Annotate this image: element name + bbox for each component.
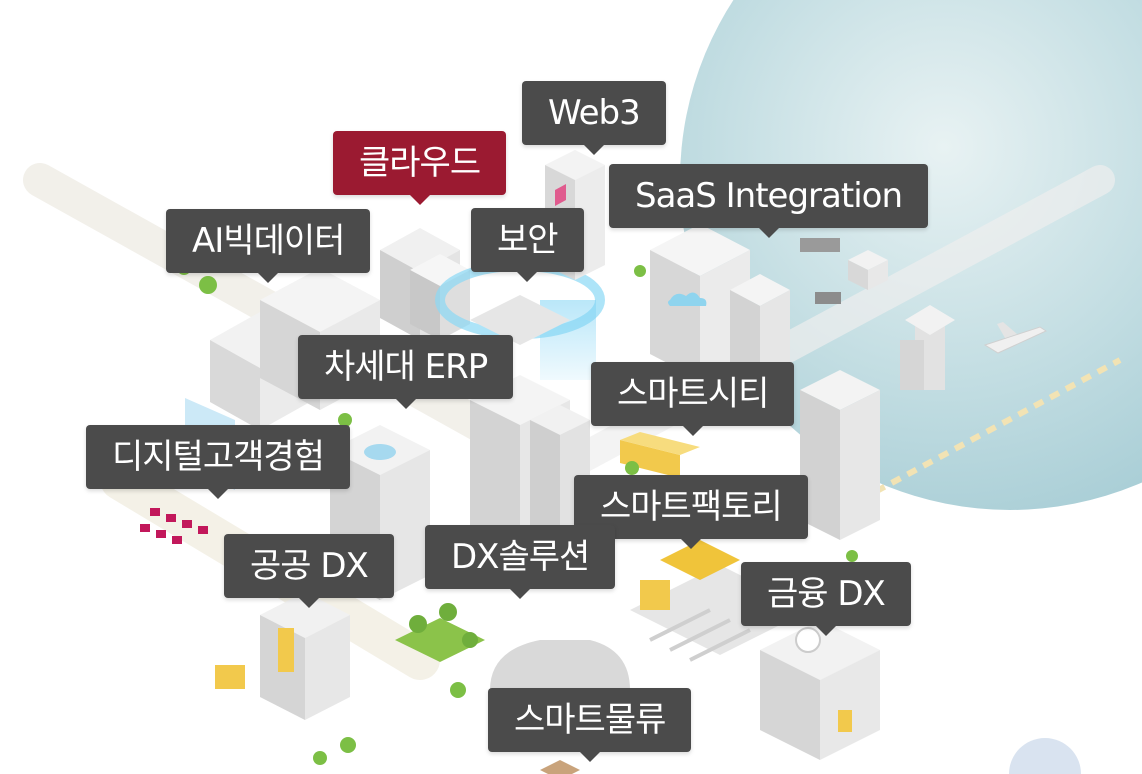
tag-web3[interactable]: Web3 bbox=[522, 81, 666, 155]
tag-digital-cx[interactable]: 디지털고객경험 bbox=[86, 425, 350, 499]
tag-ai-bigdata[interactable]: AI빅데이터 bbox=[166, 209, 371, 283]
tag-next-gen-erp[interactable]: 차세대 ERP bbox=[298, 335, 514, 409]
tag-smart-logistics[interactable]: 스마트물류 bbox=[488, 688, 692, 762]
tag-smart-city[interactable]: 스마트시티 bbox=[591, 362, 795, 436]
tag-cloud[interactable]: 클라우드 bbox=[333, 131, 507, 205]
backdrop-circle bbox=[680, 0, 1142, 510]
tag-security[interactable]: 보안 bbox=[471, 208, 584, 282]
tag-public-dx[interactable]: 공공 DX bbox=[224, 534, 394, 608]
tag-dx-solution[interactable]: DX솔루션 bbox=[425, 525, 616, 599]
tag-finance-dx[interactable]: 금융 DX bbox=[741, 562, 911, 636]
tag-saas-integration[interactable]: SaaS Integration bbox=[609, 164, 928, 238]
